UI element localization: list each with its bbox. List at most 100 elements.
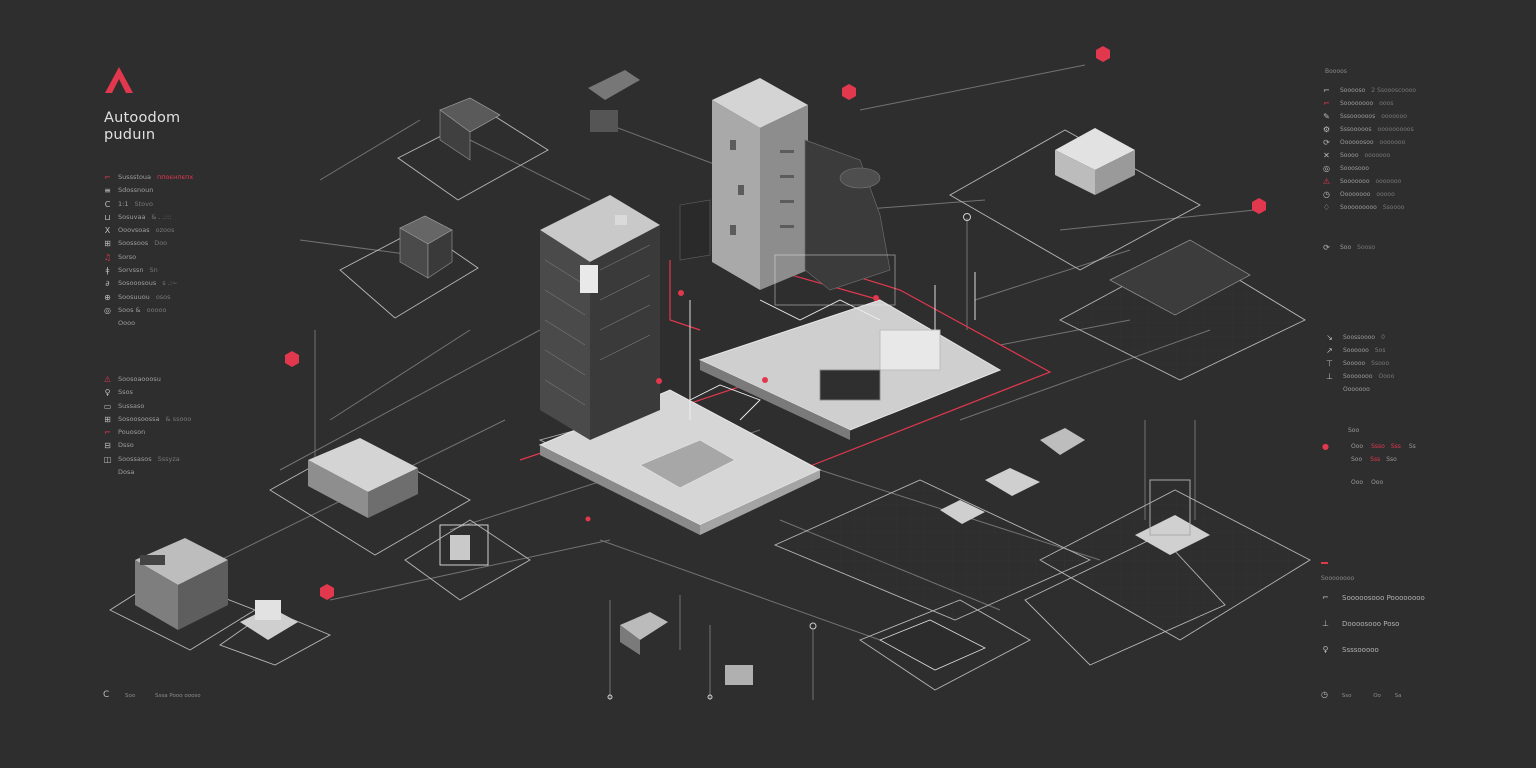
menu-item-label: Ooovsoas [118, 226, 150, 235]
right-footer-a[interactable]: Sso [1341, 693, 1352, 699]
menu-item-label: Sooooooo [1340, 178, 1370, 185]
left-footer-b[interactable]: Sssa Pooo oooso [155, 693, 201, 699]
menu-item[interactable]: ⊞Sosoosoossa& ssooo [103, 413, 191, 426]
left-footer: C Soo Sssa Pooo oooso [103, 690, 201, 700]
refresh-icon: ⟳ [1323, 138, 1330, 147]
menu-item-label: Sussaso [118, 401, 145, 410]
menu-item-detail: Oooo [1378, 373, 1395, 380]
box-icon: ⊟ [104, 441, 111, 451]
right-menu-footer-row[interactable]: ⟳ Soo Sooso [1322, 241, 1375, 254]
right-footer-b[interactable]: Oo [1373, 693, 1381, 699]
modules [135, 70, 1251, 685]
menu-item-detail: 0 [1381, 334, 1385, 341]
stats-row: Ooo Ooo [1321, 476, 1416, 489]
menu-item[interactable]: ≡ Sdossnoun [103, 184, 193, 197]
menu-item-label: Sosuvaa [118, 212, 146, 221]
panel-row[interactable]: ⌐ Sooooosooo Poooooooo [1321, 585, 1425, 611]
gear-icon: ⚙ [1322, 125, 1331, 134]
menu-item[interactable]: ◎Soos &ooooo [103, 304, 193, 317]
menu-item[interactable]: ⊟Dsso [103, 439, 191, 452]
grid-icon: ⊞ [104, 239, 111, 249]
pin-icon: ⌐ [104, 173, 111, 182]
trend-icon: ↗ [1326, 346, 1333, 355]
panel-row[interactable]: ♀Ssssooooo [1321, 637, 1425, 663]
stats-label: Soo [1348, 427, 1360, 434]
lamp-icon: ♀ [104, 388, 111, 398]
menu-item-label: Sdossnoun [118, 186, 154, 195]
right-footer-c[interactable]: Sa [1394, 693, 1402, 699]
menu-item[interactable]: ♫Sorso [103, 251, 193, 264]
wrench-icon: ⌐ [1322, 593, 1329, 602]
left-footer-icon: C [103, 690, 110, 700]
bars-icon: ≡ [104, 186, 111, 196]
panel-title: Soooooooo [1321, 574, 1355, 582]
menu-item[interactable]: ⊔ Sosuvaa & . .::: [103, 211, 193, 224]
menu-item-label: Soossoos [118, 239, 149, 248]
branch-icon: ǂ [105, 266, 110, 276]
menu-item-detail: ooooooo [1375, 178, 1402, 185]
menu-item-detail: Sos [1374, 347, 1386, 354]
right-panel-tertiary: Soooooooo ⌐ Sooooosooo Poooooooo ⊥Doooosoo… [1321, 562, 1425, 663]
menu-item-label: Sooosooo [1340, 165, 1369, 172]
menu-item[interactable]: ⚠Soosoaooosu [103, 373, 191, 386]
square-icon: ◫ [103, 454, 112, 464]
menu-item[interactable]: ⊞ Soossoos Doo [103, 237, 193, 250]
pencil-icon: ✎ [1323, 112, 1330, 121]
panel-rows: ⌐ Sooooosooo Poooooooo ⊥Doooosooo Poso♀Sss… [1321, 585, 1425, 663]
marker-hexagons [285, 46, 1266, 600]
menu-item-detail: & ssooo [165, 414, 192, 423]
menu-item-label: Oooooooo [1340, 191, 1371, 198]
menu-item[interactable]: Dosa [103, 466, 191, 479]
cup-icon: ⊔ [104, 212, 111, 222]
right-footer: ◷ Sso Oo Sa [1321, 690, 1402, 699]
panel-row-label: Sooooosooo Poooooooo [1342, 593, 1425, 602]
menu-item-detail: Doo [154, 239, 168, 248]
menu-item-detail: & . .::: [151, 212, 172, 221]
menu-item-label: Oooooosoo [1340, 139, 1374, 146]
panel-accent-line [1321, 562, 1328, 564]
clock-icon: ◷ [1323, 190, 1330, 199]
menu-item-label: Sooooo [1343, 360, 1366, 367]
layers-icon: ⚠ [103, 375, 112, 384]
pin2-icon: ⌐ [104, 428, 111, 438]
menu-item[interactable]: ♀ Ssos [103, 386, 191, 399]
tool-icon: ↘ [1326, 333, 1333, 342]
flag-icon: ♫ [103, 252, 112, 262]
menu-item[interactable]: Ooooooo [1325, 383, 1394, 396]
menu-item[interactable]: ◎Sooosooo [1322, 162, 1416, 175]
left-footer-a[interactable]: Soo [125, 693, 136, 699]
menu-item[interactable]: Oooo [103, 317, 193, 330]
menu-item[interactable]: ▭Sussaso [103, 400, 191, 413]
shield-icon: ♢ [1322, 203, 1331, 212]
menu-item-label: Ssos [118, 388, 133, 397]
menu-item-label: Sssooooos [1340, 126, 1372, 133]
panel-row[interactable]: ⊥Doooosooo Poso [1321, 611, 1425, 637]
link-icon: ∂ [105, 279, 110, 289]
right-menu-footer-extra: Sooso [1357, 244, 1376, 251]
menu-item-label: Soossasos [118, 454, 152, 463]
menu-item[interactable]: ⌐Pouoson [103, 426, 191, 439]
menu-item-detail: osos [155, 292, 171, 301]
